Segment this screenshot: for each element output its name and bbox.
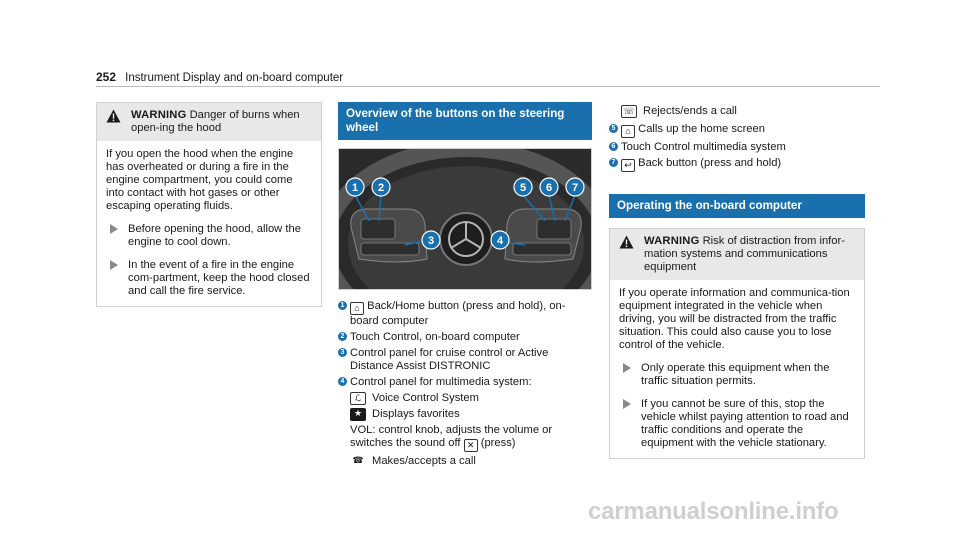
- instruction-text: If you cannot be sure of this, stop the …: [641, 398, 849, 449]
- instruction-item: Before opening the hood, allow the engin…: [106, 223, 312, 249]
- column-middle: Overview of the buttons on the steering …: [338, 102, 592, 471]
- section-title-operating: Operating the on-board computer: [609, 194, 865, 218]
- number-badge: 3: [338, 348, 347, 357]
- number-badge: 2: [338, 332, 347, 341]
- number-badge: 6: [609, 142, 618, 151]
- callout-3: 3: [421, 230, 441, 250]
- legend-item-3: 3 Control panel for cruise control or Ac…: [338, 347, 592, 373]
- callout-4: 4: [490, 230, 510, 250]
- warning-heading: Risk of distraction from infor-mation sy…: [644, 235, 845, 273]
- sub-item-favorites: ★ Displays favorites: [350, 408, 592, 421]
- warning-text: If you operate information and communica…: [619, 287, 850, 351]
- legend-text: Control panel for cruise control or Acti…: [350, 347, 549, 372]
- legend-item-5: 5 ⌂ Calls up the home screen: [609, 123, 865, 138]
- svg-text:2: 2: [378, 182, 384, 194]
- warning-label: WARNING: [131, 109, 187, 121]
- column-left: WARNING Danger of burns when open-ing th…: [96, 102, 322, 307]
- legend-item-7: 7 ↩ Back button (press and hold): [609, 157, 865, 172]
- legend-item-1: 1 ⌂ Back/Home button (press and hold), o…: [338, 300, 592, 328]
- svg-text:3: 3: [428, 235, 434, 247]
- legend-text: Calls up the home screen: [638, 123, 765, 135]
- instruction-item: Only operate this equipment when the tra…: [619, 362, 855, 388]
- back-icon: ↩: [621, 159, 635, 172]
- warning-header: WARNING Risk of distraction from infor-m…: [610, 229, 864, 280]
- warning-body: If you operate information and communica…: [610, 280, 864, 458]
- legend-text: Touch Control multimedia system: [621, 141, 786, 153]
- steering-wheel-illustration: 1 2 3 4 5 6 7: [339, 149, 591, 289]
- sub-item-text: Rejects/ends a call: [643, 105, 737, 117]
- svg-text:5: 5: [520, 182, 526, 194]
- sub-item-text: Voice Control System: [372, 392, 479, 404]
- arrow-bullet-icon: [623, 363, 631, 373]
- callout-1: 1: [345, 177, 365, 197]
- warning-body: If you open the hood when the engine has…: [97, 141, 321, 306]
- legend-item-6: 6 Touch Control multimedia system: [609, 141, 865, 154]
- vol-text: VOL: control knob, adjusts the volume or…: [350, 424, 553, 449]
- legend-item-2: 2 Touch Control, on-board computer: [338, 331, 592, 344]
- warning-triangle-icon: [106, 109, 121, 123]
- legend-text: Back button (press and hold): [638, 157, 782, 169]
- back-home-icon: ⌂: [350, 302, 364, 315]
- legend-text: Back/Home button (press and hold), on-bo…: [350, 300, 566, 327]
- column-right: ☏ Rejects/ends a call 5 ⌂ Calls up the h…: [609, 102, 865, 459]
- legend-item-4: 4 Control panel for multimedia system: ℒ…: [338, 376, 592, 468]
- callout-2: 2: [371, 177, 391, 197]
- mute-icon: ✕: [463, 439, 478, 452]
- page-header-title: Instrument Display and on-board computer: [125, 72, 344, 84]
- legend-list: 1 ⌂ Back/Home button (press and hold), o…: [338, 300, 592, 468]
- callout-6: 6: [539, 177, 559, 197]
- svg-text:6: 6: [546, 182, 552, 194]
- star-icon: ★: [350, 408, 366, 421]
- page-number: 252: [96, 70, 117, 84]
- instruction-text: In the event of a fire in the engine com…: [128, 259, 310, 297]
- arrow-bullet-icon: [110, 224, 118, 234]
- page-header: 252 Instrument Display and on-board comp…: [96, 71, 880, 87]
- instruction-item: If you cannot be sure of this, stop the …: [619, 398, 855, 450]
- legend-text: Control panel for multimedia system:: [350, 376, 532, 388]
- legend-text: Touch Control, on-board computer: [350, 331, 520, 343]
- instruction-text: Only operate this equipment when the tra…: [641, 362, 830, 387]
- warning-box-distraction: WARNING Risk of distraction from infor-m…: [609, 228, 865, 459]
- number-badge: 4: [338, 377, 347, 386]
- phone-reject-icon: ☏: [621, 105, 637, 118]
- warning-header: WARNING Danger of burns when open-ing th…: [97, 103, 321, 141]
- number-badge: 5: [609, 124, 618, 133]
- instruction-text: Before opening the hood, allow the engin…: [128, 223, 301, 248]
- arrow-bullet-icon: [623, 399, 631, 409]
- warning-triangle-icon: [619, 235, 634, 249]
- instruction-item: In the event of a fire in the engine com…: [106, 259, 312, 298]
- svg-text:7: 7: [572, 182, 578, 194]
- vol-description: VOL: control knob, adjusts the volume or…: [350, 424, 592, 452]
- callout-5: 5: [513, 177, 533, 197]
- phone-accept-icon: ☎: [352, 455, 364, 465]
- section-title-overview: Overview of the buttons on the steering …: [338, 102, 592, 140]
- svg-text:1: 1: [352, 182, 358, 194]
- number-badge: 1: [338, 301, 347, 310]
- sub-item-text: Displays favorites: [372, 408, 460, 420]
- watermark: carmanualsonline.info: [588, 498, 839, 525]
- warning-label: WARNING: [644, 235, 700, 247]
- warning-box-burns: WARNING Danger of burns when open-ing th…: [96, 102, 322, 307]
- voice-control-icon: ℒ: [350, 392, 366, 405]
- warning-text: If you open the hood when the engine has…: [106, 148, 294, 212]
- arrow-bullet-icon: [110, 260, 118, 270]
- home-icon: ⌂: [621, 125, 635, 138]
- warning-heading: Danger of burns when open-ing the hood: [131, 109, 300, 134]
- vol-press-text: (press): [480, 437, 516, 449]
- sub-item-reject: ☏ Rejects/ends a call: [621, 105, 865, 118]
- svg-text:4: 4: [497, 235, 504, 247]
- sub-item-text: Makes/accepts a call: [372, 455, 476, 467]
- sub-item-voice: ℒ Voice Control System: [350, 392, 592, 405]
- sub-item-call: ☎ Makes/accepts a call: [350, 455, 592, 468]
- steering-wheel-figure: 1 2 3 4 5 6 7: [338, 148, 592, 290]
- number-badge: 7: [609, 158, 618, 167]
- callout-7: 7: [565, 177, 585, 197]
